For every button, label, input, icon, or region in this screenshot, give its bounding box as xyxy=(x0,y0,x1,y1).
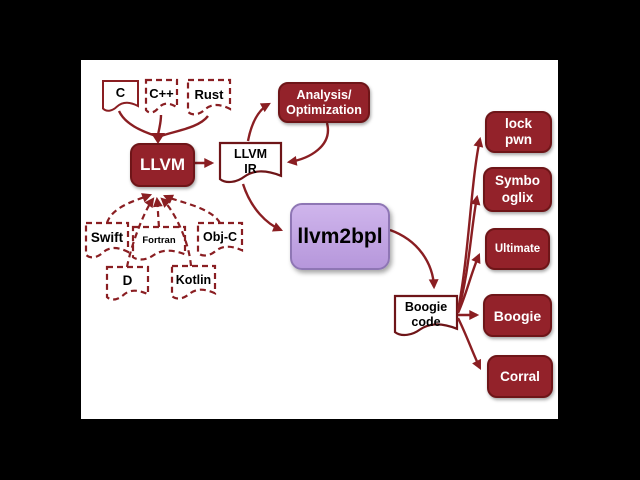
edge-boogiecode-lockpwn xyxy=(456,136,484,311)
analysis-optimization-label: Analysis/ Optimization xyxy=(286,87,362,117)
edge-llvm2bpl-boogiecode xyxy=(389,228,439,290)
ultimate-node: Ultimate xyxy=(485,228,550,270)
boogie-label: Boogie xyxy=(493,307,542,324)
edge-analysis-llvmir xyxy=(286,122,330,166)
edge-fortran-llvm xyxy=(152,196,163,228)
kotlin-label: Kotlin xyxy=(175,272,212,287)
edge-into-llvm-arrowhead xyxy=(151,133,165,144)
edge-objc-llvm xyxy=(163,194,221,224)
llvm-ir-doc-shape xyxy=(218,141,283,184)
objc-doc-shape xyxy=(196,221,244,257)
edge-cpp-llvm xyxy=(156,114,163,136)
edge-llvmir-analysis xyxy=(246,102,271,142)
symbooglix-node: Symbo oglix xyxy=(483,167,552,212)
boogie-code-doc-shape xyxy=(393,294,459,337)
corral-label: Corral xyxy=(500,369,540,384)
c-doc-shape xyxy=(102,80,139,112)
edge-boogiecode-symbooglix xyxy=(456,194,481,312)
objc-label: Obj-C xyxy=(202,229,238,244)
corral-node: Corral xyxy=(487,355,553,398)
fortran-label: Fortran xyxy=(142,234,176,246)
slide-canvas: LLVM Analysis/ Optimization llvm2bpl loc… xyxy=(81,60,558,419)
swift-doc-shape xyxy=(84,221,130,259)
boogie-node: Boogie xyxy=(483,294,552,337)
llvm2bpl-node: llvm2bpl xyxy=(290,203,390,270)
symbooglix-label: Symbo oglix xyxy=(494,173,540,205)
llvm-label: LLVM xyxy=(139,155,185,174)
d-label: D xyxy=(122,273,133,289)
ultimate-label: Ultimate xyxy=(494,243,541,255)
edge-c-llvm xyxy=(117,110,157,138)
edge-boogiecode-corral xyxy=(456,317,482,370)
edge-kotlin-llvm xyxy=(160,197,193,267)
edge-llvmir-llvm2bpl xyxy=(241,183,284,232)
llvm-node: LLVM xyxy=(130,143,195,187)
lockpwn-label: lock pwn xyxy=(504,115,532,147)
rust-label: Rust xyxy=(194,86,224,102)
diagram-connectors xyxy=(84,78,484,370)
lockpwn-node: lock pwn xyxy=(485,111,552,153)
boogie-code-label: Boogie code xyxy=(404,300,448,329)
cpp-label: C++ xyxy=(149,86,174,102)
d-doc-shape xyxy=(105,265,150,301)
rust-doc-shape xyxy=(186,78,232,116)
edge-rust-llvm xyxy=(160,115,209,138)
edge-swift-llvm xyxy=(105,193,153,224)
analysis-optimization-node: Analysis/ Optimization xyxy=(278,82,370,123)
kotlin-doc-shape xyxy=(170,264,217,300)
cpp-doc-shape xyxy=(144,78,179,114)
c-label: C xyxy=(115,85,126,101)
llvm2bpl-label: llvm2bpl xyxy=(297,224,383,248)
edge-boogiecode-ultimate xyxy=(456,252,481,314)
fortran-doc-shape xyxy=(131,225,187,261)
swift-label: Swift xyxy=(90,230,124,246)
llvm-ir-label: LLVM IR xyxy=(233,147,268,176)
